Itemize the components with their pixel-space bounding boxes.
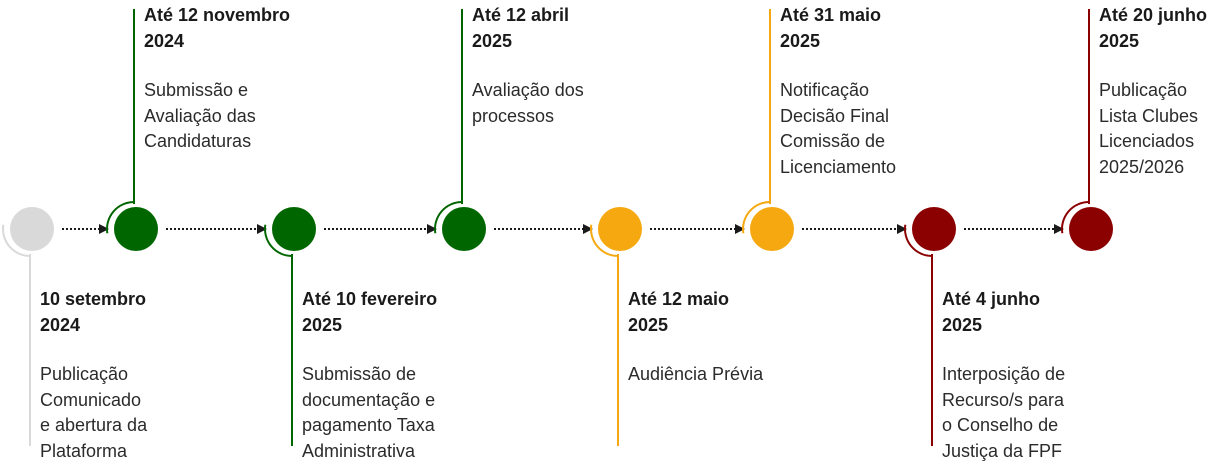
milestone-date: Até 12 abril 2025 <box>472 5 570 51</box>
milestone-ring <box>1061 201 1090 234</box>
milestone-description: Publicação Comunicado e abertura da Plat… <box>40 364 148 461</box>
milestone-7: Até 4 junho 2025 Interposição de Recurso… <box>942 286 1142 464</box>
milestone-3: Até 10 fevereiro 2025 Submissão de docum… <box>302 286 502 464</box>
milestone-date: 10 setembro 2024 <box>40 289 147 335</box>
milestone-ring <box>2 224 31 257</box>
milestone-description: Publicação Lista Clubes Licenciados 2025… <box>1099 80 1199 177</box>
milestone-ring <box>742 201 771 234</box>
milestone-ring <box>264 224 293 257</box>
milestone-6: Até 31 maio 2025 Notificação Decisão Fin… <box>780 2 980 180</box>
milestone-date: Até 31 maio 2025 <box>780 5 882 51</box>
milestone-2: Até 12 novembro 2024 Submissão e Avaliaç… <box>144 2 344 155</box>
milestone-1: 10 setembro 2024 Publicação Comunicado e… <box>40 286 240 464</box>
milestone-date: Até 10 fevereiro 2025 <box>302 289 438 335</box>
milestone-description: Submissão de documentação e pagamento Ta… <box>302 364 436 461</box>
milestone-date: Até 12 novembro 2024 <box>144 5 291 51</box>
milestone-5: Até 12 maio 2025 Audiência Prévia <box>628 286 828 388</box>
milestone-node <box>272 207 316 251</box>
milestone-ring <box>434 201 463 234</box>
milestone-4: Até 12 abril 2025 Avaliação dos processo… <box>472 2 672 129</box>
milestone-description: Notificação Decisão Final Comissão de Li… <box>780 80 897 177</box>
milestone-node <box>114 207 158 251</box>
milestone-description: Interposição de Recurso/s para o Conselh… <box>942 364 1066 461</box>
milestone-date: Até 20 junho 2025 <box>1099 5 1208 51</box>
milestone-date: Até 4 junho 2025 <box>942 289 1040 335</box>
milestone-description: Audiência Prévia <box>628 364 764 384</box>
milestone-node <box>912 207 956 251</box>
milestone-node <box>10 207 54 251</box>
milestone-node <box>442 207 486 251</box>
milestone-description: Submissão e Avaliação das Candidaturas <box>144 80 256 151</box>
milestone-date: Até 12 maio 2025 <box>628 289 730 335</box>
milestone-description: Avaliação dos processos <box>472 80 584 126</box>
milestone-ring <box>590 224 619 257</box>
milestone-ring <box>904 224 933 257</box>
milestone-node <box>750 207 794 251</box>
milestone-node <box>598 207 642 251</box>
milestone-ring <box>106 201 135 234</box>
milestone-8: Até 20 junho 2025 Publicação Lista Clube… <box>1099 2 1212 180</box>
milestone-node <box>1069 207 1113 251</box>
